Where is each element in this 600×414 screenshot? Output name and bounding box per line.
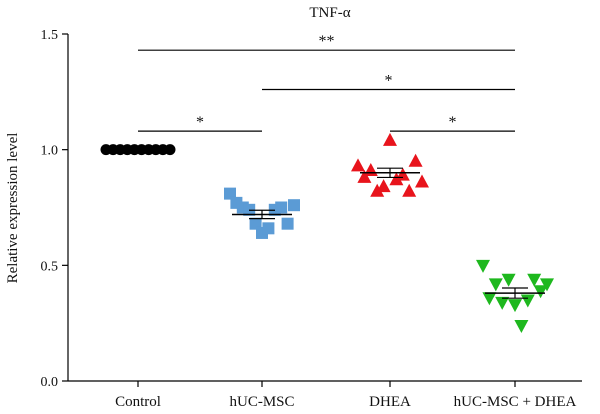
x-tick-label: DHEA <box>369 394 411 410</box>
data-point-control <box>164 144 176 156</box>
data-point-huc-msc <box>262 222 275 235</box>
data-point-huc-msc <box>275 201 288 214</box>
mean-sem-bars <box>108 148 545 299</box>
data-point-dhea <box>415 174 429 188</box>
data-point-dhea <box>389 172 404 186</box>
data-point-huc-msc-dhea <box>488 278 503 292</box>
data-point-huc-msc-dhea <box>495 296 510 310</box>
chart-title: TNF-α <box>309 5 350 21</box>
significance-label: * <box>385 73 393 90</box>
data-point-huc-msc-dhea <box>527 273 542 287</box>
x-tick-label: Control <box>115 394 161 410</box>
x-tick-label: hUC-MSC + DHEA <box>454 394 577 410</box>
y-tick-label: 0.5 <box>41 259 59 274</box>
data-point-huc-msc-dhea <box>476 259 490 273</box>
data-point-huc-msc <box>249 217 262 230</box>
data-point-dhea <box>408 153 423 167</box>
x-tick-label: hUC-MSC <box>229 394 294 410</box>
significance-label: * <box>449 114 457 131</box>
data-point-huc-msc-dhea <box>520 294 535 308</box>
y-axis-label: Relative expression level <box>5 133 21 284</box>
data-point-dhea <box>363 162 378 176</box>
data-points <box>100 132 554 333</box>
data-point-huc-msc-dhea <box>540 278 554 292</box>
significance-annotations: ***** <box>138 33 515 132</box>
data-point-dhea <box>376 179 391 193</box>
significance-label: ** <box>319 33 335 50</box>
significance-label: * <box>196 114 204 131</box>
data-point-huc-msc <box>288 199 300 212</box>
y-tick-label: 1.5 <box>41 28 59 43</box>
data-point-huc-msc-dhea <box>508 299 522 313</box>
y-tick-label: 1.0 <box>41 144 59 159</box>
data-point-dhea <box>402 183 417 197</box>
data-point-huc-msc <box>224 187 236 200</box>
data-point-dhea <box>351 158 365 172</box>
data-point-dhea <box>395 167 410 181</box>
y-tick-label: 0.0 <box>41 375 59 390</box>
data-point-huc-msc-dhea <box>482 292 497 306</box>
data-point-huc-msc-dhea <box>514 319 529 333</box>
data-point-huc-msc-dhea <box>501 273 516 287</box>
data-point-dhea <box>357 169 372 183</box>
data-point-huc-msc-dhea <box>533 285 548 299</box>
data-point-dhea <box>370 183 385 197</box>
data-point-dhea <box>383 132 397 146</box>
data-point-huc-msc <box>281 217 294 230</box>
